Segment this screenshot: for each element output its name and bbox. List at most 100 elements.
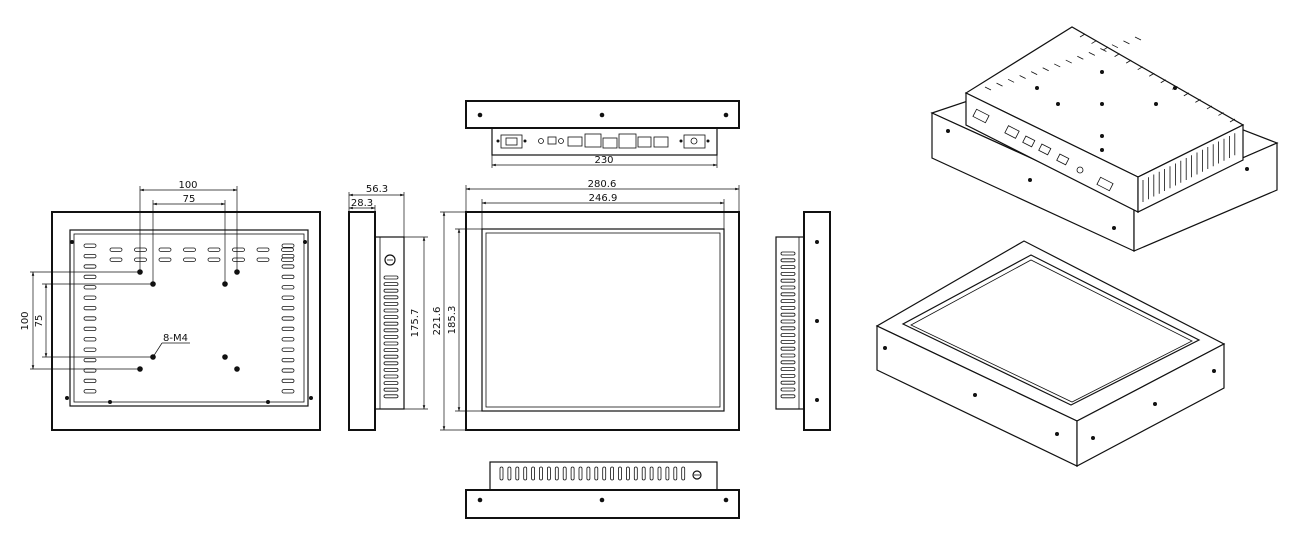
vent-slot — [281, 295, 295, 300]
vent-slot — [780, 299, 796, 304]
vent-slot — [499, 466, 504, 481]
mount-screw-label: 8-M4 — [163, 333, 188, 344]
vent-slot — [1195, 99, 1201, 103]
vent-slot — [281, 357, 295, 363]
vent-slot — [383, 361, 399, 366]
vent-slot — [383, 374, 399, 379]
vent-slot — [618, 466, 622, 481]
vent-slot — [83, 305, 97, 311]
vent-slot — [183, 257, 196, 262]
vent-slot — [383, 328, 399, 333]
vent-slot — [780, 312, 796, 317]
iso-view-front — [875, 240, 1226, 467]
vent-slot — [281, 378, 295, 384]
vent-slot — [83, 337, 97, 342]
vent-slot — [383, 381, 399, 386]
vent-slot — [281, 305, 295, 311]
vent-slot — [996, 82, 1003, 87]
bottom-view — [465, 461, 740, 519]
vent-slot — [83, 347, 97, 352]
vent-slot — [780, 292, 796, 297]
vent-slot — [256, 257, 270, 262]
vent-slot — [281, 264, 295, 269]
vent-slot — [649, 466, 654, 481]
top-view: 230 — [465, 100, 740, 168]
vent-slot — [1229, 118, 1236, 123]
vent-slot — [83, 274, 97, 280]
dim-front-inner-height: 185.3 — [447, 306, 458, 335]
vent-slot — [83, 295, 97, 300]
dim-depth-total: 56.3 — [366, 184, 388, 195]
vent-slot — [531, 466, 535, 481]
vent-slot — [383, 282, 399, 287]
dim-depth-bezel: 28.3 — [351, 198, 373, 209]
vent-slot — [626, 466, 630, 481]
vent-slot — [780, 387, 796, 392]
vent-slot — [780, 319, 796, 324]
vent-slot — [554, 466, 559, 481]
side-view-left: 56.3 28.3 175.7 — [348, 184, 428, 431]
vent-slot — [109, 247, 123, 252]
vent-slot — [1111, 44, 1119, 49]
vent-slot — [780, 278, 796, 283]
vent-slot — [281, 257, 294, 262]
vent-slot — [83, 389, 97, 394]
vent-slot — [780, 380, 796, 385]
vent-slot — [183, 247, 196, 252]
vent-slot — [1007, 78, 1015, 83]
vent-slot — [780, 285, 796, 290]
vent-slot — [1088, 52, 1096, 56]
vent-slot — [780, 373, 796, 378]
dim-100-vertical: 100 — [20, 311, 31, 330]
vent-slot — [1077, 55, 1084, 60]
vent-slot — [383, 301, 399, 306]
iso-view-rear — [930, 26, 1279, 252]
vent-slot — [83, 264, 97, 269]
vent-slot — [657, 466, 662, 481]
vent-slot — [383, 348, 399, 353]
vent-slot — [256, 247, 270, 252]
dim-100-horizontal: 100 — [178, 180, 197, 191]
dim-front-inner-width: 246.9 — [589, 193, 618, 204]
vent-slot — [383, 394, 399, 399]
vent-slot — [383, 321, 399, 326]
dim-side-height: 175.7 — [410, 309, 421, 338]
vent-slot — [780, 394, 796, 399]
vent-slot — [1160, 79, 1166, 84]
vent-slot — [780, 339, 796, 344]
vent-slot — [232, 247, 245, 252]
side-view-right — [775, 211, 831, 431]
dim-io-width: 230 — [594, 155, 613, 166]
vent-slot — [281, 285, 295, 290]
vent-slot — [281, 274, 295, 280]
vent-slot — [1125, 59, 1132, 64]
vent-slot — [134, 257, 147, 262]
vent-slot — [633, 466, 638, 481]
vent-slot — [523, 466, 528, 481]
vent-slot — [1091, 40, 1097, 44]
vent-slot — [780, 258, 796, 263]
vent-slot — [109, 257, 123, 262]
vent-slot — [665, 466, 670, 481]
vent-slot — [1102, 46, 1109, 51]
vent-slot — [207, 257, 221, 262]
vent-slot — [780, 353, 796, 358]
vent-slot — [281, 368, 295, 373]
vent-slot — [1137, 66, 1143, 71]
vent-slot — [158, 247, 172, 252]
vent-slot — [281, 316, 295, 321]
vent-slot — [158, 257, 172, 262]
vent-slot — [83, 378, 97, 384]
vent-slot — [383, 341, 399, 346]
vent-slot — [780, 251, 796, 256]
vent-slot — [780, 305, 796, 310]
vent-slot — [383, 367, 399, 372]
vent-slot — [594, 466, 599, 481]
vent-slot — [383, 308, 399, 313]
vent-slot — [1019, 75, 1026, 79]
dim-front-height: 221.6 — [432, 307, 443, 336]
vent-slot — [83, 316, 97, 321]
vent-slot — [383, 288, 399, 293]
vent-slot — [383, 315, 399, 320]
